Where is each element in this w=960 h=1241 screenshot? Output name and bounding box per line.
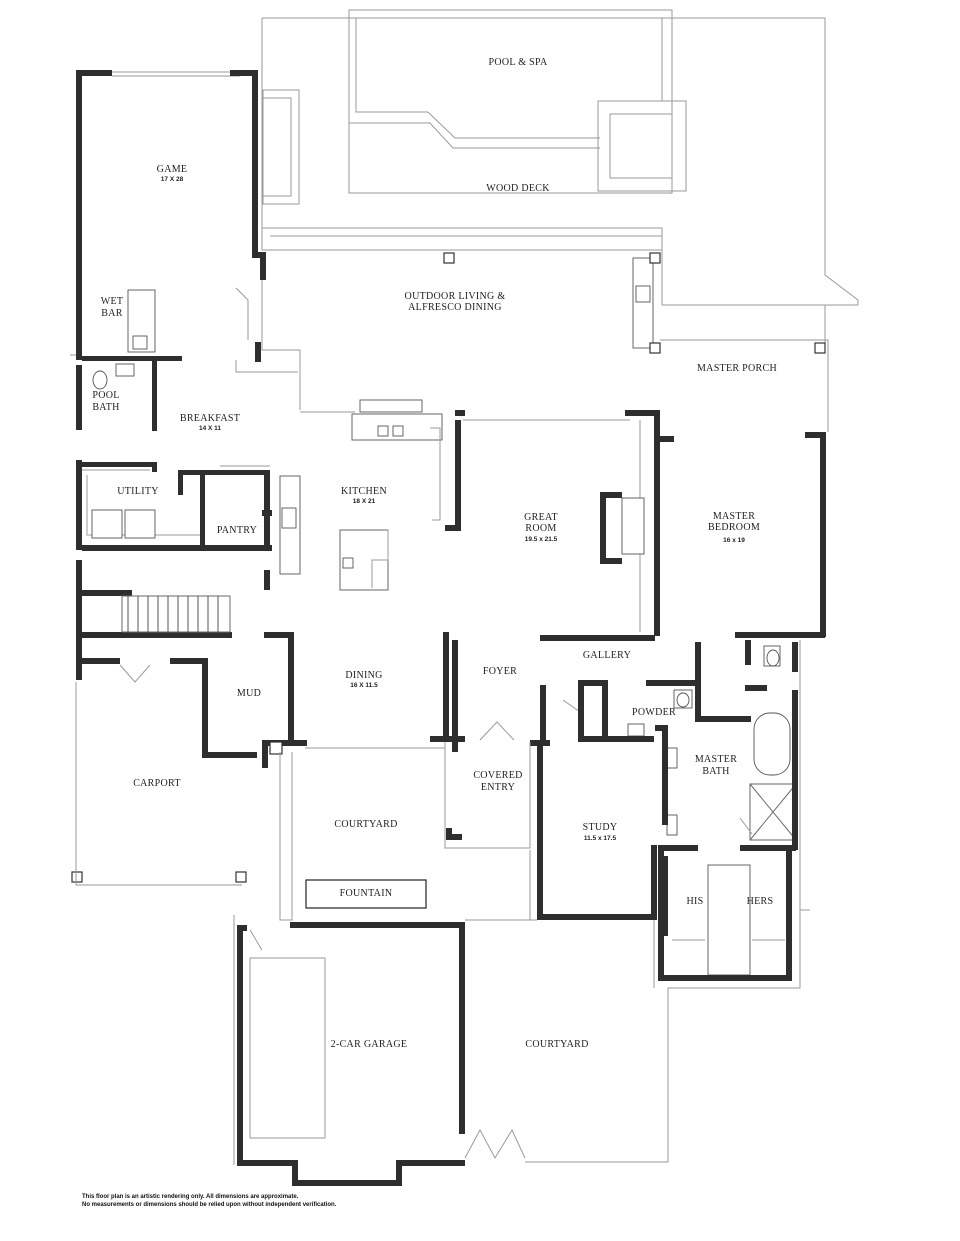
walls [71, 70, 826, 1186]
label-foyer: FOYER [483, 666, 517, 677]
disclaimer-line-1: This floor plan is an artistic rendering… [82, 1194, 299, 1200]
label-outdoor-1: OUTDOOR LIVING & [405, 291, 506, 302]
room-labels: POOL & SPA WOOD DECK GAME 17 X 28 WET BA… [92, 57, 777, 1050]
label-study: STUDY [583, 822, 618, 833]
label-pool-bath-1: POOL [92, 390, 119, 401]
disclaimer: This floor plan is an artistic rendering… [82, 1194, 337, 1208]
disclaimer-line-2: No measurements or dimensions should be … [82, 1202, 337, 1208]
label-great-room-1: GREAT [524, 512, 558, 523]
label-utility: UTILITY [117, 486, 159, 497]
label-game: GAME [157, 164, 188, 175]
stair-treads [121, 595, 231, 633]
label-outdoor-2: ALFRESCO DINING [408, 302, 502, 313]
label-master-bedroom-1: MASTER [713, 511, 755, 522]
label-carport: CARPORT [133, 778, 181, 789]
dim-kitchen: 18 X 21 [353, 498, 376, 505]
label-hers: HERS [747, 896, 774, 907]
label-wood-deck: WOOD DECK [486, 183, 550, 194]
label-covered-entry-2: ENTRY [481, 782, 515, 793]
label-breakfast: BREAKFAST [180, 413, 240, 424]
courtyard-outlines [75, 640, 801, 1163]
interior-outlines [70, 71, 829, 1165]
label-fountain: FOUNTAIN [340, 888, 393, 899]
label-master-porch: MASTER PORCH [697, 363, 777, 374]
label-master-bath-2: BATH [702, 766, 729, 777]
label-kitchen: KITCHEN [341, 486, 387, 497]
fountain-box [305, 879, 427, 909]
label-wet-bar-1: WET [101, 296, 124, 307]
dim-game: 17 X 28 [161, 176, 184, 183]
dim-master-bedroom: 16 x 19 [723, 537, 745, 544]
label-wet-bar-2: BAR [101, 308, 122, 319]
label-courtyard-upper: COURTYARD [334, 819, 397, 830]
dim-dining: 16 X 11.5 [350, 682, 378, 689]
label-his: HIS [686, 896, 703, 907]
label-courtyard-lower: COURTYARD [525, 1039, 588, 1050]
label-powder: POWDER [632, 707, 676, 718]
label-master-bath-1: MASTER [695, 754, 737, 765]
dim-breakfast: 14 X 11 [199, 425, 221, 432]
label-mud: MUD [237, 688, 261, 699]
label-great-room-2: ROOM [525, 523, 556, 534]
label-pool-spa: POOL & SPA [489, 57, 548, 68]
pool-deck-outlines [261, 9, 859, 345]
label-garage: 2-CAR GARAGE [331, 1039, 408, 1050]
label-covered-entry-1: COVERED [473, 770, 522, 781]
label-master-bedroom-2: BEDROOM [708, 522, 760, 533]
dim-study: 11.5 x 17.5 [584, 835, 617, 842]
dim-great-room: 19.5 x 21.5 [525, 536, 558, 543]
label-dining: DINING [345, 670, 382, 681]
label-pool-bath-2: BATH [92, 402, 119, 413]
label-pantry: PANTRY [217, 525, 257, 536]
label-gallery: GALLERY [583, 650, 631, 661]
